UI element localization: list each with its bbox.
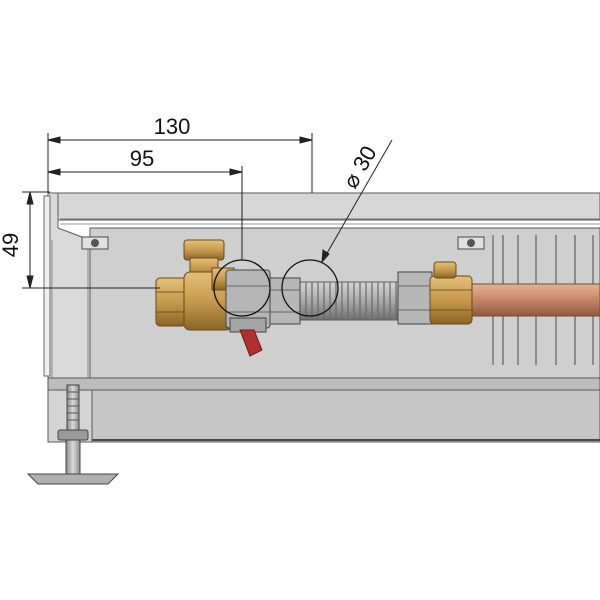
- valve-union: [225, 269, 271, 333]
- dimension-49-label: 49: [0, 233, 23, 257]
- dimension-30-label: 30: [348, 141, 382, 175]
- mounting-clip-left: [81, 236, 109, 250]
- dimension-130-label: 130: [154, 114, 191, 139]
- copper-pipe: [469, 283, 600, 317]
- dimension-lines: [22, 133, 393, 289]
- diameter-symbol: ⌀: [338, 169, 366, 193]
- adjustable-foot: [26, 384, 120, 485]
- dimension-95-label: 95: [130, 146, 154, 171]
- pipe-diameter-circle: [281, 259, 339, 317]
- brass-compression-fitting: [429, 261, 473, 325]
- flexible-hose: [299, 281, 403, 321]
- casing-base: [91, 389, 600, 443]
- top-grille-band: [54, 192, 600, 221]
- red-valve-handle: [239, 329, 263, 357]
- hose-nut-left: [267, 277, 301, 325]
- brass-valve: [155, 239, 235, 331]
- bottom-trough: [47, 377, 600, 391]
- left-end-cap: [47, 192, 91, 379]
- hose-nut-right: [397, 271, 433, 325]
- mounting-clip-right: [457, 236, 485, 250]
